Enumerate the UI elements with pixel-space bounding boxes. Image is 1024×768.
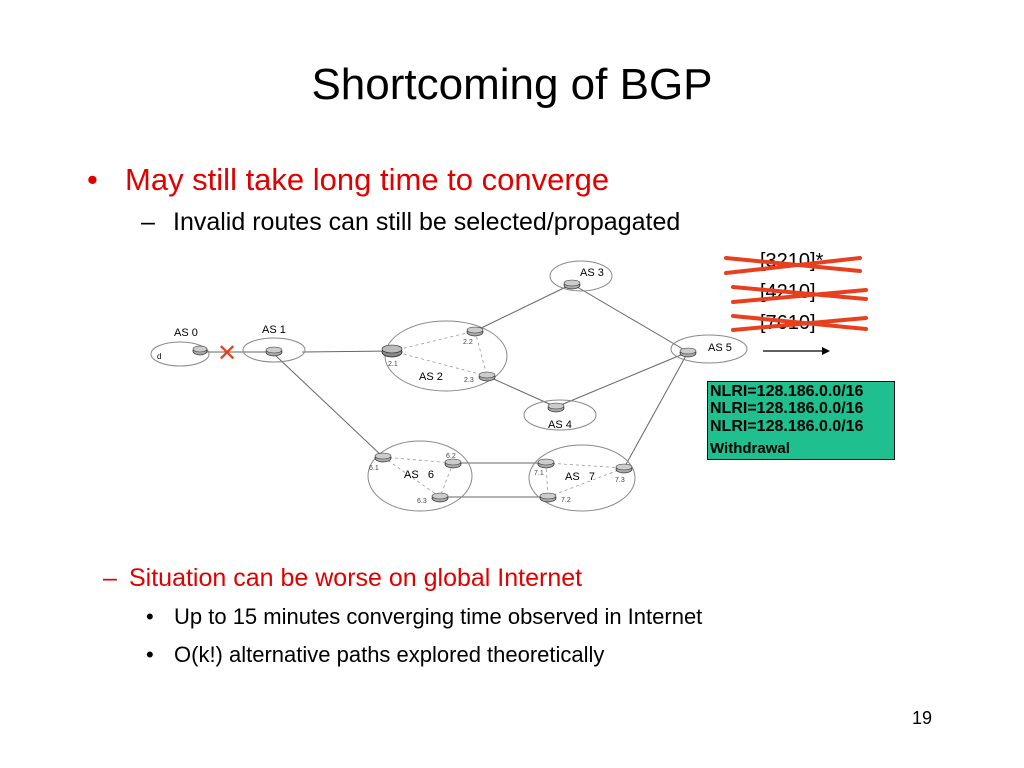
router-icon <box>547 402 565 413</box>
router-icon <box>537 458 555 469</box>
as-domains <box>150 260 748 512</box>
nlri-line-2: NLRI=128.186.0.0/16 <box>710 400 864 417</box>
bullet-glyph: • <box>146 604 154 629</box>
slide-title: Shortcoming of BGP <box>311 60 713 109</box>
router-icon <box>374 452 392 463</box>
as0-ellipse <box>150 341 210 367</box>
strike-line-route2-b <box>731 288 868 304</box>
router-label-2-2: 2.2 <box>463 339 473 346</box>
router-label-2-1: 2.1 <box>388 361 398 368</box>
advertisement-arrow <box>763 347 830 355</box>
sub-bullet-text: Situation can be worse on global Interne… <box>129 564 583 592</box>
router-icon <box>466 326 484 337</box>
router-icon <box>444 458 462 469</box>
as4-ellipse <box>523 399 597 431</box>
link-as2-as3 <box>474 283 573 332</box>
as6-ellipse <box>367 440 473 512</box>
as5-ellipse <box>670 334 748 364</box>
router-label-6-1: 6.1 <box>369 465 379 472</box>
as7-label: AS 7 <box>565 471 595 483</box>
router-labels: 2.1 2.2 2.3 6.1 6.2 6.3 7.1 7.2 7.3 d <box>157 339 625 505</box>
as1-label: AS 1 <box>262 324 286 336</box>
internal-links <box>382 330 625 498</box>
router-icon <box>381 344 403 358</box>
router-label-2-3: 2.3 <box>464 377 474 384</box>
router-label-6-2: 6.2 <box>446 453 456 460</box>
link-as1-as2 <box>301 350 393 353</box>
links <box>205 283 689 498</box>
router-icon <box>478 371 496 382</box>
ibgp-22-23 <box>474 330 488 377</box>
third-level-item: • O(k!) alternative paths explored theore… <box>146 642 604 668</box>
link-as3-as5 <box>571 283 689 353</box>
router-icon <box>431 492 449 503</box>
as7-ellipse <box>528 444 636 512</box>
ibgp-21-23 <box>391 350 488 377</box>
sub-bullet-global-internet: –Situation can be worse on global Intern… <box>103 564 582 593</box>
as6-label: AS 6 <box>404 469 434 481</box>
nlri-line-3: NLRI=128.186.0.0/16 <box>710 418 864 435</box>
as0-label: AS 0 <box>174 327 198 339</box>
sub-bullet-invalid-routes: –Invalid routes can still be selected/pr… <box>141 208 680 237</box>
dash-glyph: – <box>103 564 117 592</box>
bullet-glyph: • <box>87 162 98 197</box>
withdrawal-label: Withdrawal <box>710 440 790 457</box>
withdrawal-message-box: NLRI=128.186.0.0/16 NLRI=128.186.0.0/16 … <box>707 381 895 460</box>
third-level-text: O(k!) alternative paths explored theoret… <box>174 642 605 667</box>
destination-label: d <box>157 352 161 361</box>
router-icon <box>615 463 633 474</box>
as-labels: AS 0 AS 1 AS 2 AS 3 AS 4 AS 5 AS 6 AS 7 <box>174 267 732 483</box>
as3-ellipse <box>549 260 613 292</box>
strike-line-route3-b <box>731 316 868 332</box>
router-icon <box>539 492 557 503</box>
router-icon <box>563 279 581 290</box>
as2-label: AS 2 <box>419 371 443 383</box>
router-label-6-3: 6.3 <box>417 498 427 505</box>
as5-label: AS 5 <box>708 342 732 354</box>
dash-glyph: – <box>141 208 155 236</box>
third-level-item: • Up to 15 minutes converging time observ… <box>146 604 702 630</box>
router-label-7-2: 7.2 <box>561 497 571 504</box>
strike-line-route1-b <box>724 256 862 275</box>
as4-label: AS 4 <box>548 419 572 431</box>
main-bullet-text: May still take long time to converge <box>125 162 610 197</box>
page-number: 19 <box>912 708 933 728</box>
main-bullet: • May still take long time to converge <box>87 162 609 198</box>
sub-bullet-text: Invalid routes can still be selected/pro… <box>173 208 681 236</box>
failed-link-x-icon: ✕ <box>217 339 237 367</box>
bullet-glyph: • <box>146 642 154 667</box>
router-icon <box>192 345 208 356</box>
as3-label: AS 3 <box>580 267 604 279</box>
router-label-7-1: 7.1 <box>534 470 544 477</box>
as1-ellipse <box>242 337 306 363</box>
third-level-text: Up to 15 minutes converging time observe… <box>174 604 703 629</box>
router-icon <box>679 347 697 358</box>
link-as5-as7 <box>623 351 689 469</box>
router-icon <box>265 346 283 357</box>
ibgp-21-22 <box>391 330 476 352</box>
routers <box>192 279 697 503</box>
router-label-7-3: 7.3 <box>615 477 625 484</box>
ibgp-62-63 <box>439 462 454 498</box>
link-as4-as5 <box>555 351 689 408</box>
strike-line-route2-a <box>731 285 868 301</box>
ibgp-72-73 <box>547 467 625 498</box>
ibgp-71-73 <box>545 462 625 469</box>
nlri-line-1: NLRI=128.186.0.0/16 <box>710 383 864 400</box>
link-as1-as6 <box>274 354 384 458</box>
